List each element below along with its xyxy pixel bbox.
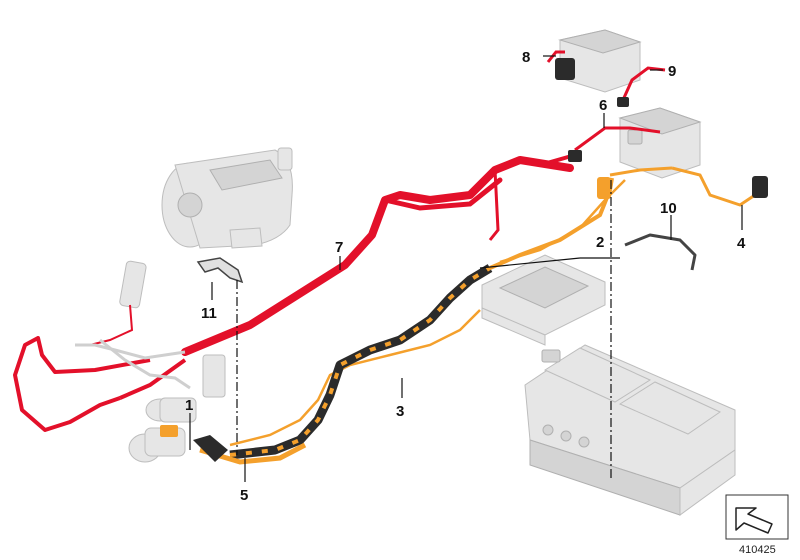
power-electronics-icon — [481, 254, 606, 346]
cable-orange-loop — [229, 309, 481, 447]
callout-9: 9 — [668, 63, 676, 80]
callout-2: 2 — [596, 234, 604, 251]
callout-6: 6 — [599, 97, 607, 114]
cable-red-aux — [546, 50, 565, 63]
callout-5: 5 — [240, 487, 248, 504]
view-direction-arrow-icon — [725, 494, 789, 540]
transmission-icon — [161, 147, 293, 249]
bracket-10 — [624, 233, 697, 271]
cable-orange-sheathed — [199, 264, 493, 465]
bracket-11 — [196, 257, 244, 284]
cable-red-loop — [13, 304, 187, 432]
orange-connector — [597, 177, 611, 199]
sensor-housing — [119, 260, 147, 309]
black-terminal — [752, 176, 768, 198]
cable-orange-upper — [489, 166, 673, 270]
cable-lug — [617, 97, 629, 107]
cable-red-battery — [574, 126, 661, 152]
callout-10: 10 — [660, 200, 677, 217]
cable-orange-right — [671, 166, 764, 207]
cable-white — [75, 338, 191, 390]
connector-block — [202, 354, 226, 398]
part-number: 410425 — [739, 544, 776, 556]
auxiliary-battery-icon — [555, 29, 642, 93]
black-connector — [193, 435, 228, 462]
leader-lines — [189, 55, 743, 482]
cable-red-short — [621, 66, 666, 101]
motor-housing — [128, 397, 197, 463]
callout-4: 4 — [737, 235, 746, 252]
high-voltage-battery-icon — [524, 344, 736, 516]
callout-3: 3 — [396, 403, 404, 420]
callout-7: 7 — [335, 239, 343, 256]
orange-plug — [160, 425, 178, 437]
callout-11: 11 — [201, 305, 217, 322]
12v-battery-icon — [618, 107, 702, 179]
cable-red-main — [181, 153, 576, 356]
callout-1: 1 — [185, 397, 193, 414]
fuse-clip — [568, 150, 582, 162]
callout-8: 8 — [522, 49, 530, 66]
